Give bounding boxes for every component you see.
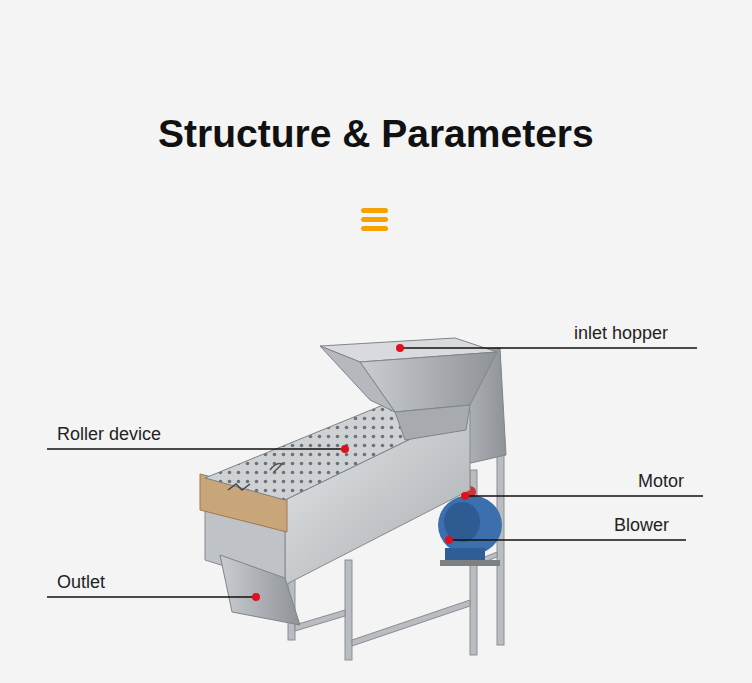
leader-lines [47,348,703,597]
part-label: Motor [638,471,684,492]
part-label: Blower [614,515,669,536]
outlet-chute [220,555,300,625]
menu-icon [361,208,388,231]
part-label: Outlet [57,572,105,593]
page-title: Structure & Parameters [158,112,594,156]
perforated-plate [205,394,470,500]
blower [438,495,502,566]
callout-dots [252,344,469,601]
part-label: inlet hopper [574,323,668,344]
part-label: Roller device [57,424,161,445]
hopper [320,338,497,440]
